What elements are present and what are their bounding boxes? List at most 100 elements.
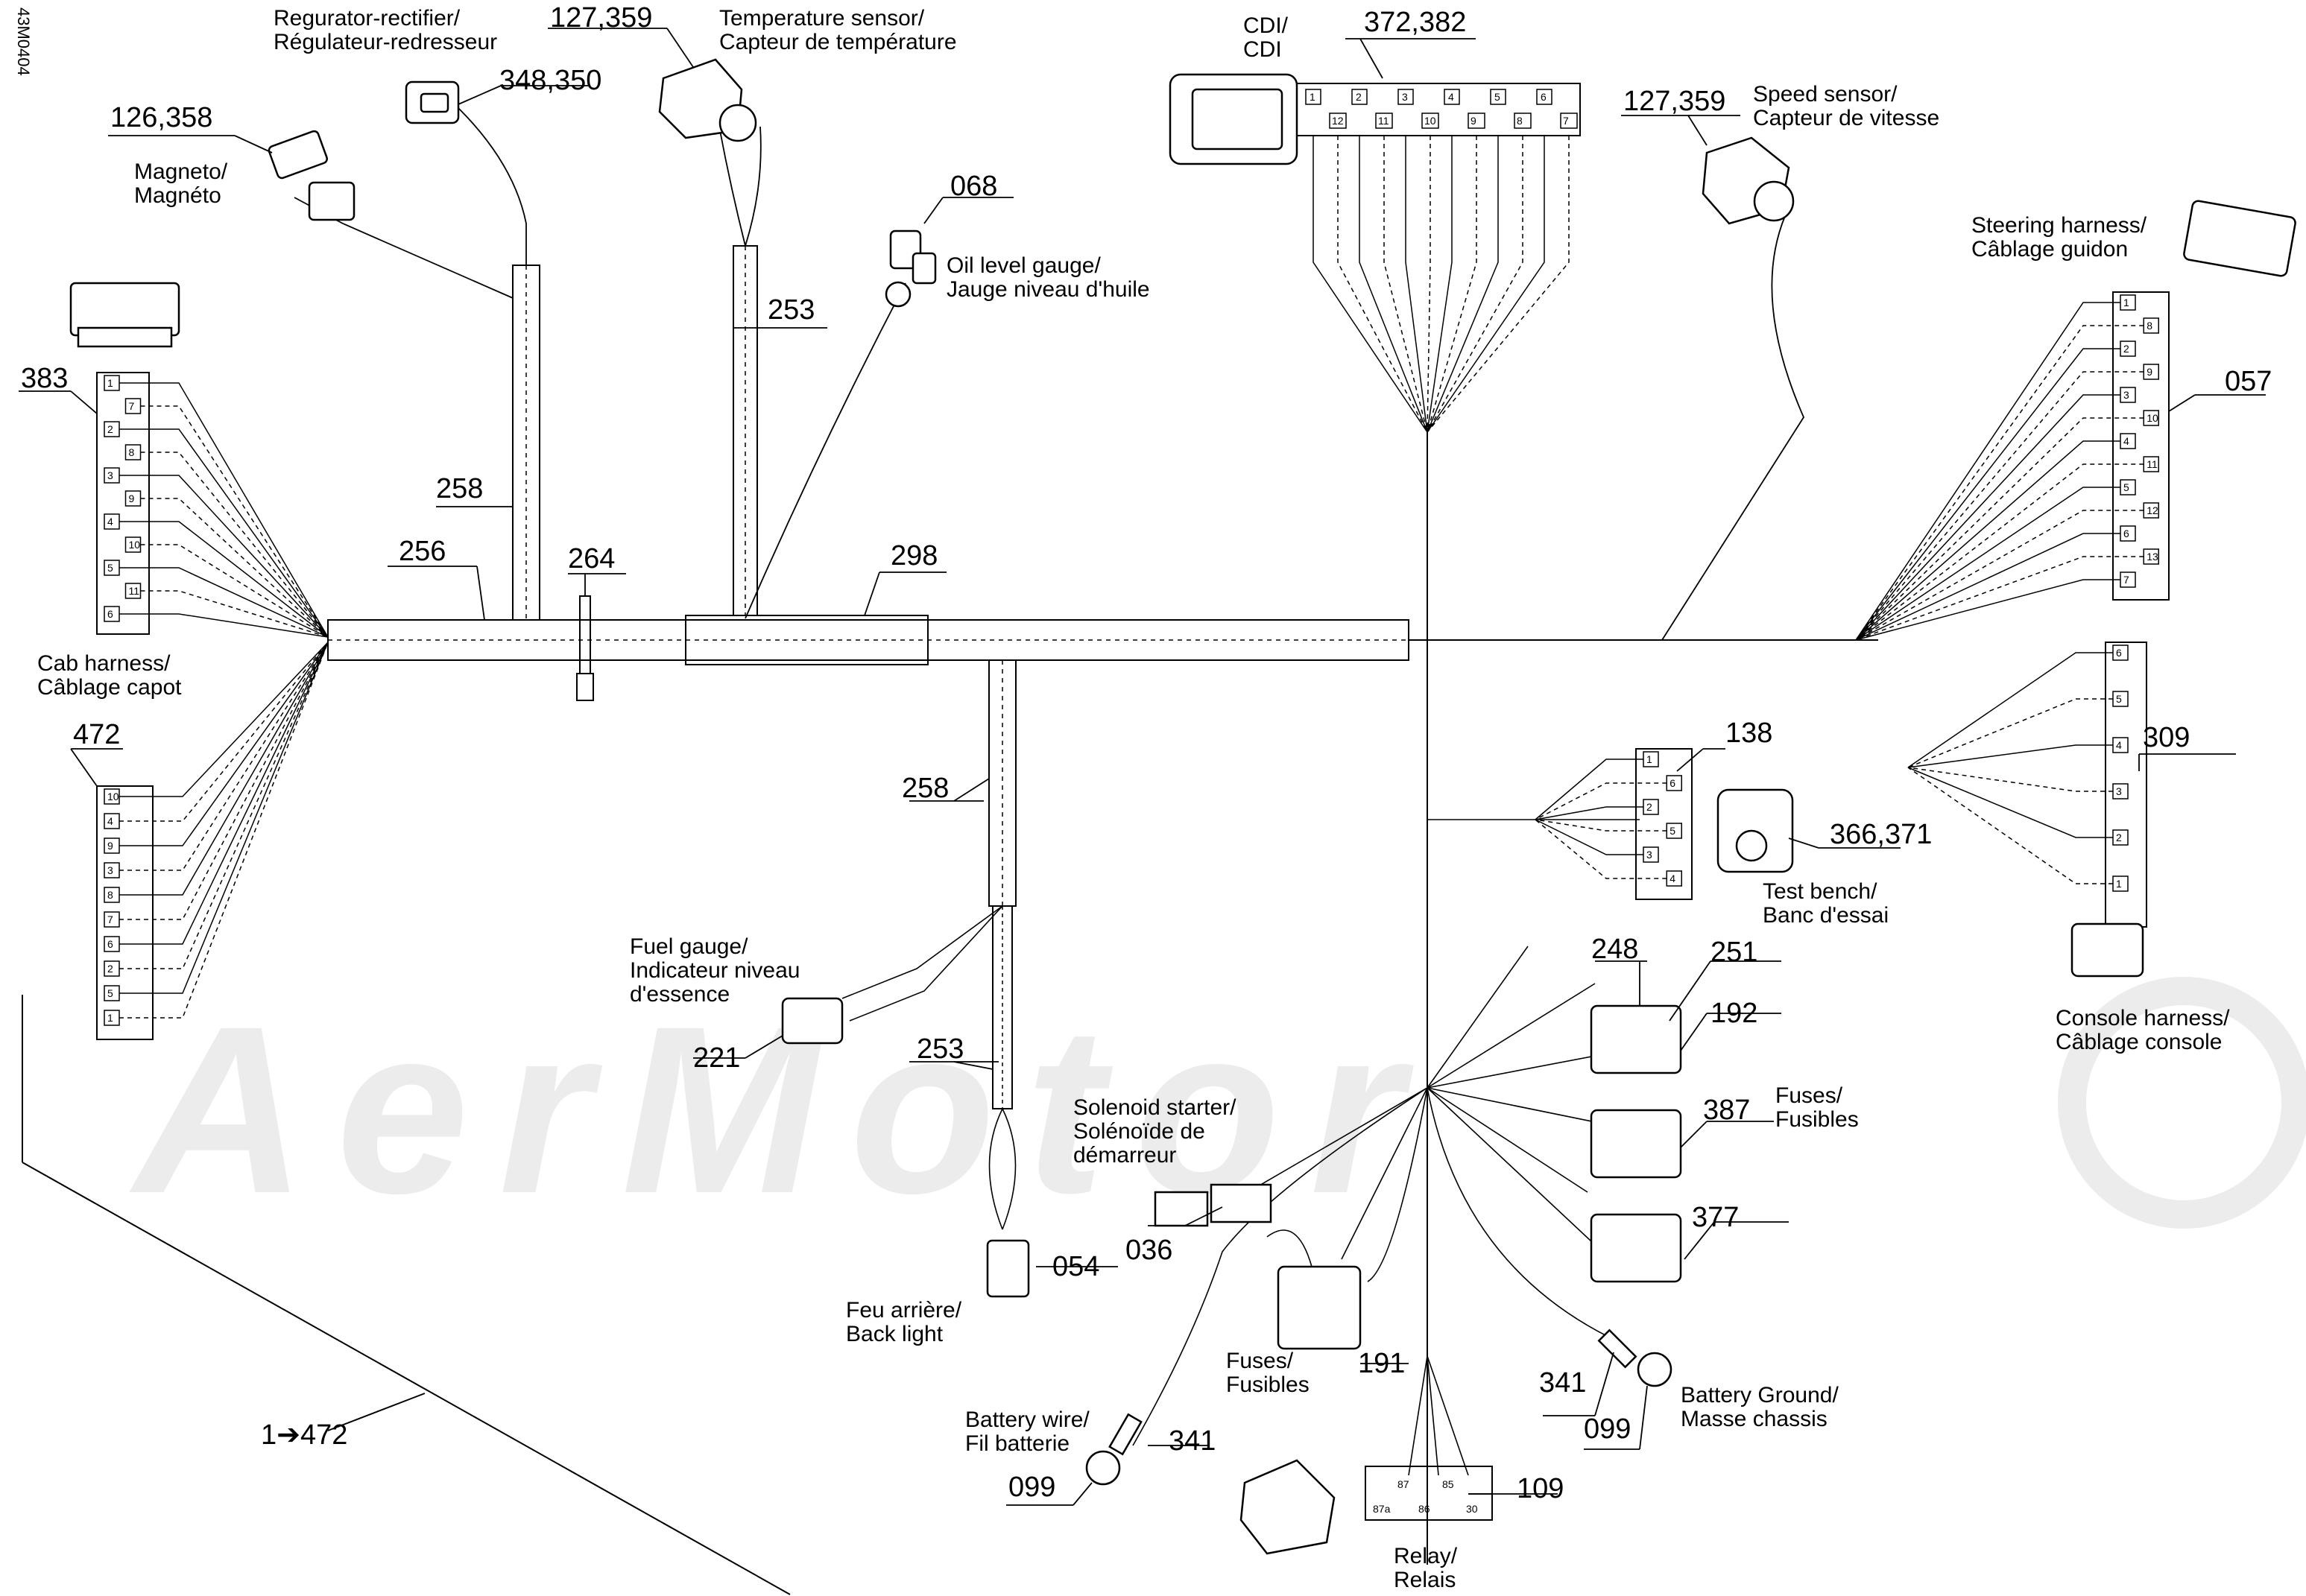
steering057-wire	[1855, 440, 2120, 641]
cab383-pin-2: 2	[107, 423, 113, 435]
testbench138-pin-box	[1666, 870, 1682, 887]
steering057-wire	[1855, 487, 2120, 641]
cdi-pin-box	[1329, 113, 1347, 129]
range-leader	[22, 995, 791, 1595]
testbench138-pin-3: 3	[1646, 849, 1652, 861]
harness-sleeve-298	[685, 615, 929, 665]
fuel-gauge-label-2: Indicateur niveau	[630, 958, 800, 983]
cdi-pin-box	[1514, 113, 1532, 129]
relay-terminal-box	[1365, 1466, 1493, 1521]
cab383-pin-box	[124, 398, 142, 414]
cab383-pin-5: 5	[107, 562, 113, 574]
cdi-pin-box	[1490, 89, 1506, 105]
cab472-pin-3: 3	[107, 864, 113, 876]
console309-pin-6: 6	[2116, 647, 2122, 659]
battery-wire-terminal-icon	[1085, 1413, 1143, 1486]
testbench138-wire	[1535, 819, 1643, 855]
cdi-module-icon	[1169, 73, 1298, 165]
cab472-pin-9: 9	[107, 840, 113, 852]
cdi-pin-11: 11	[1378, 115, 1389, 127]
steering057-pin-8: 8	[2147, 320, 2152, 332]
console309-pin-2: 2	[2116, 832, 2122, 843]
cdi-wire	[1427, 136, 1431, 433]
cab472-wire	[119, 642, 329, 994]
steering057-pin-box	[2143, 317, 2159, 334]
steering057-wire	[1855, 371, 2144, 641]
console309-pin-box	[2112, 691, 2129, 707]
console-wire-fan	[1907, 652, 2113, 884]
fuses-ref-192: 192	[1710, 998, 1757, 1029]
testbench-wire-fan	[1535, 759, 1667, 879]
cab383-pin-box	[104, 513, 120, 530]
console309-pin-1: 1	[2116, 878, 2122, 890]
cab383-ref: 383	[21, 363, 68, 394]
cab472-pin-7: 7	[107, 913, 113, 925]
cab472-pin-6: 6	[107, 938, 113, 950]
cab472-pin-box	[104, 936, 120, 952]
cab383-pin-10: 10	[129, 539, 141, 551]
steering057-pin-box	[2143, 364, 2159, 380]
steering057-pin-box	[2120, 479, 2136, 495]
testbench138-wire	[1535, 819, 1667, 832]
cab383-pin-9: 9	[129, 493, 135, 504]
cab383-pin-4: 4	[107, 516, 113, 528]
cab472-pin-box	[104, 862, 120, 878]
branch-258-upper	[512, 265, 540, 621]
relay-pin-87a: 87a	[1373, 1503, 1391, 1515]
cdi-wire	[1383, 136, 1428, 433]
back-light-connector-icon	[986, 1239, 1030, 1298]
cdi-pin-box	[1421, 113, 1439, 129]
wire-speed-sensor	[1661, 215, 1805, 641]
testbench138-pin-4: 4	[1670, 873, 1675, 884]
regulator-label-en: Regurator-rectifier/	[274, 6, 461, 31]
cdi-pin-10: 10	[1424, 115, 1436, 127]
regulator-label-fr: Régulateur-redresseur	[274, 30, 497, 54]
fuses-ref-377: 377	[1692, 1202, 1739, 1233]
connector-264	[579, 595, 591, 674]
testbench138-wire	[1535, 782, 1667, 820]
relay-ref: 109	[1517, 1473, 1564, 1504]
cab472-pin-4: 4	[107, 815, 113, 827]
steering057-pin-1: 1	[2123, 297, 2129, 308]
harness-ref-298: 298	[891, 540, 938, 571]
testbench138-pin-2: 2	[1646, 801, 1652, 813]
cdi-pin-box	[1468, 113, 1485, 129]
steering057-pin-box	[2143, 548, 2159, 565]
cdi-wire	[1427, 136, 1453, 433]
steering057-wire	[1855, 417, 2144, 641]
oil-gauge-ref: 068	[950, 171, 997, 202]
cdi-wire	[1312, 136, 1428, 433]
cdi-label-fr: CDI	[1243, 37, 1282, 62]
harness-ref-256: 256	[399, 536, 446, 567]
cdi-pin-box	[1375, 113, 1393, 129]
cdi-pin-5: 5	[1494, 91, 1500, 103]
test-bench-connector-icon	[1716, 788, 1794, 873]
testbench138-pin-5: 5	[1670, 825, 1675, 837]
fuse-block-248-icon	[1590, 1004, 1682, 1074]
temp-sensor-ref: 127,359	[550, 2, 652, 34]
cdi-pin-9: 9	[1471, 115, 1476, 127]
solenoid-label-3: démarreur	[1073, 1143, 1176, 1168]
console-harness-connector-icon	[2070, 922, 2144, 978]
console309-pin-5: 5	[2116, 693, 2122, 705]
cab472-wire	[119, 642, 329, 945]
harness-ref-258-lower: 258	[902, 773, 949, 804]
steering057-pin-9: 9	[2147, 366, 2152, 378]
cab383-pin-3: 3	[107, 469, 113, 481]
battery-wire-label-fr: Fil batterie	[965, 1431, 1070, 1456]
console309-pin-4: 4	[2116, 739, 2122, 751]
oil-level-gauge-icon	[885, 229, 937, 308]
battery-wire-ref-341: 341	[1169, 1425, 1216, 1457]
testbench-ref-366: 366,371	[1830, 819, 1932, 850]
console309-pin-box	[2112, 783, 2129, 799]
console309-wire	[1907, 652, 2113, 768]
cdi-wire	[1427, 136, 1570, 433]
cab472-block	[96, 785, 154, 1040]
cab383-pin-box	[124, 536, 142, 553]
testbench138-pin-1: 1	[1646, 753, 1652, 765]
oil-gauge-label-fr: Jauge niveau d'huile	[947, 277, 1150, 302]
testbench138-pin-box	[1643, 846, 1659, 863]
back-light-label-en: Back light	[846, 1322, 944, 1346]
watermark-wheel-icon	[2058, 977, 2306, 1229]
cdi-ref: 372,382	[1364, 7, 1466, 38]
